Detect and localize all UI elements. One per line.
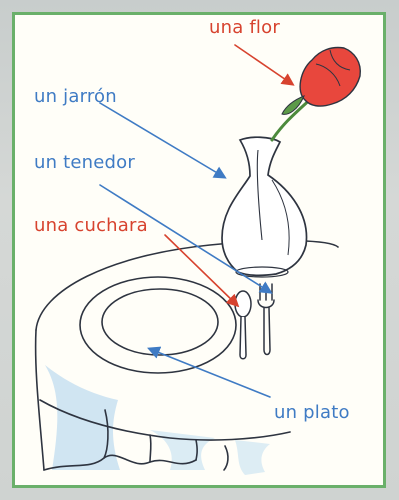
label-un-plato: un plato: [274, 404, 350, 422]
flower-arrow: [235, 45, 292, 84]
plate-drawing: [80, 277, 236, 373]
vase-drawing: [222, 137, 307, 277]
fork-drawing: [258, 284, 274, 355]
label-un-tenedor: un tenedor: [34, 154, 135, 172]
label-un-jarron: un jarrón: [34, 88, 117, 106]
tablecloth-shading: [45, 365, 270, 475]
rose-drawing: [272, 48, 360, 141]
spoon-drawing: [235, 291, 251, 359]
label-una-flor: una flor: [209, 19, 280, 37]
label-una-cuchara: una cuchara: [34, 217, 148, 235]
